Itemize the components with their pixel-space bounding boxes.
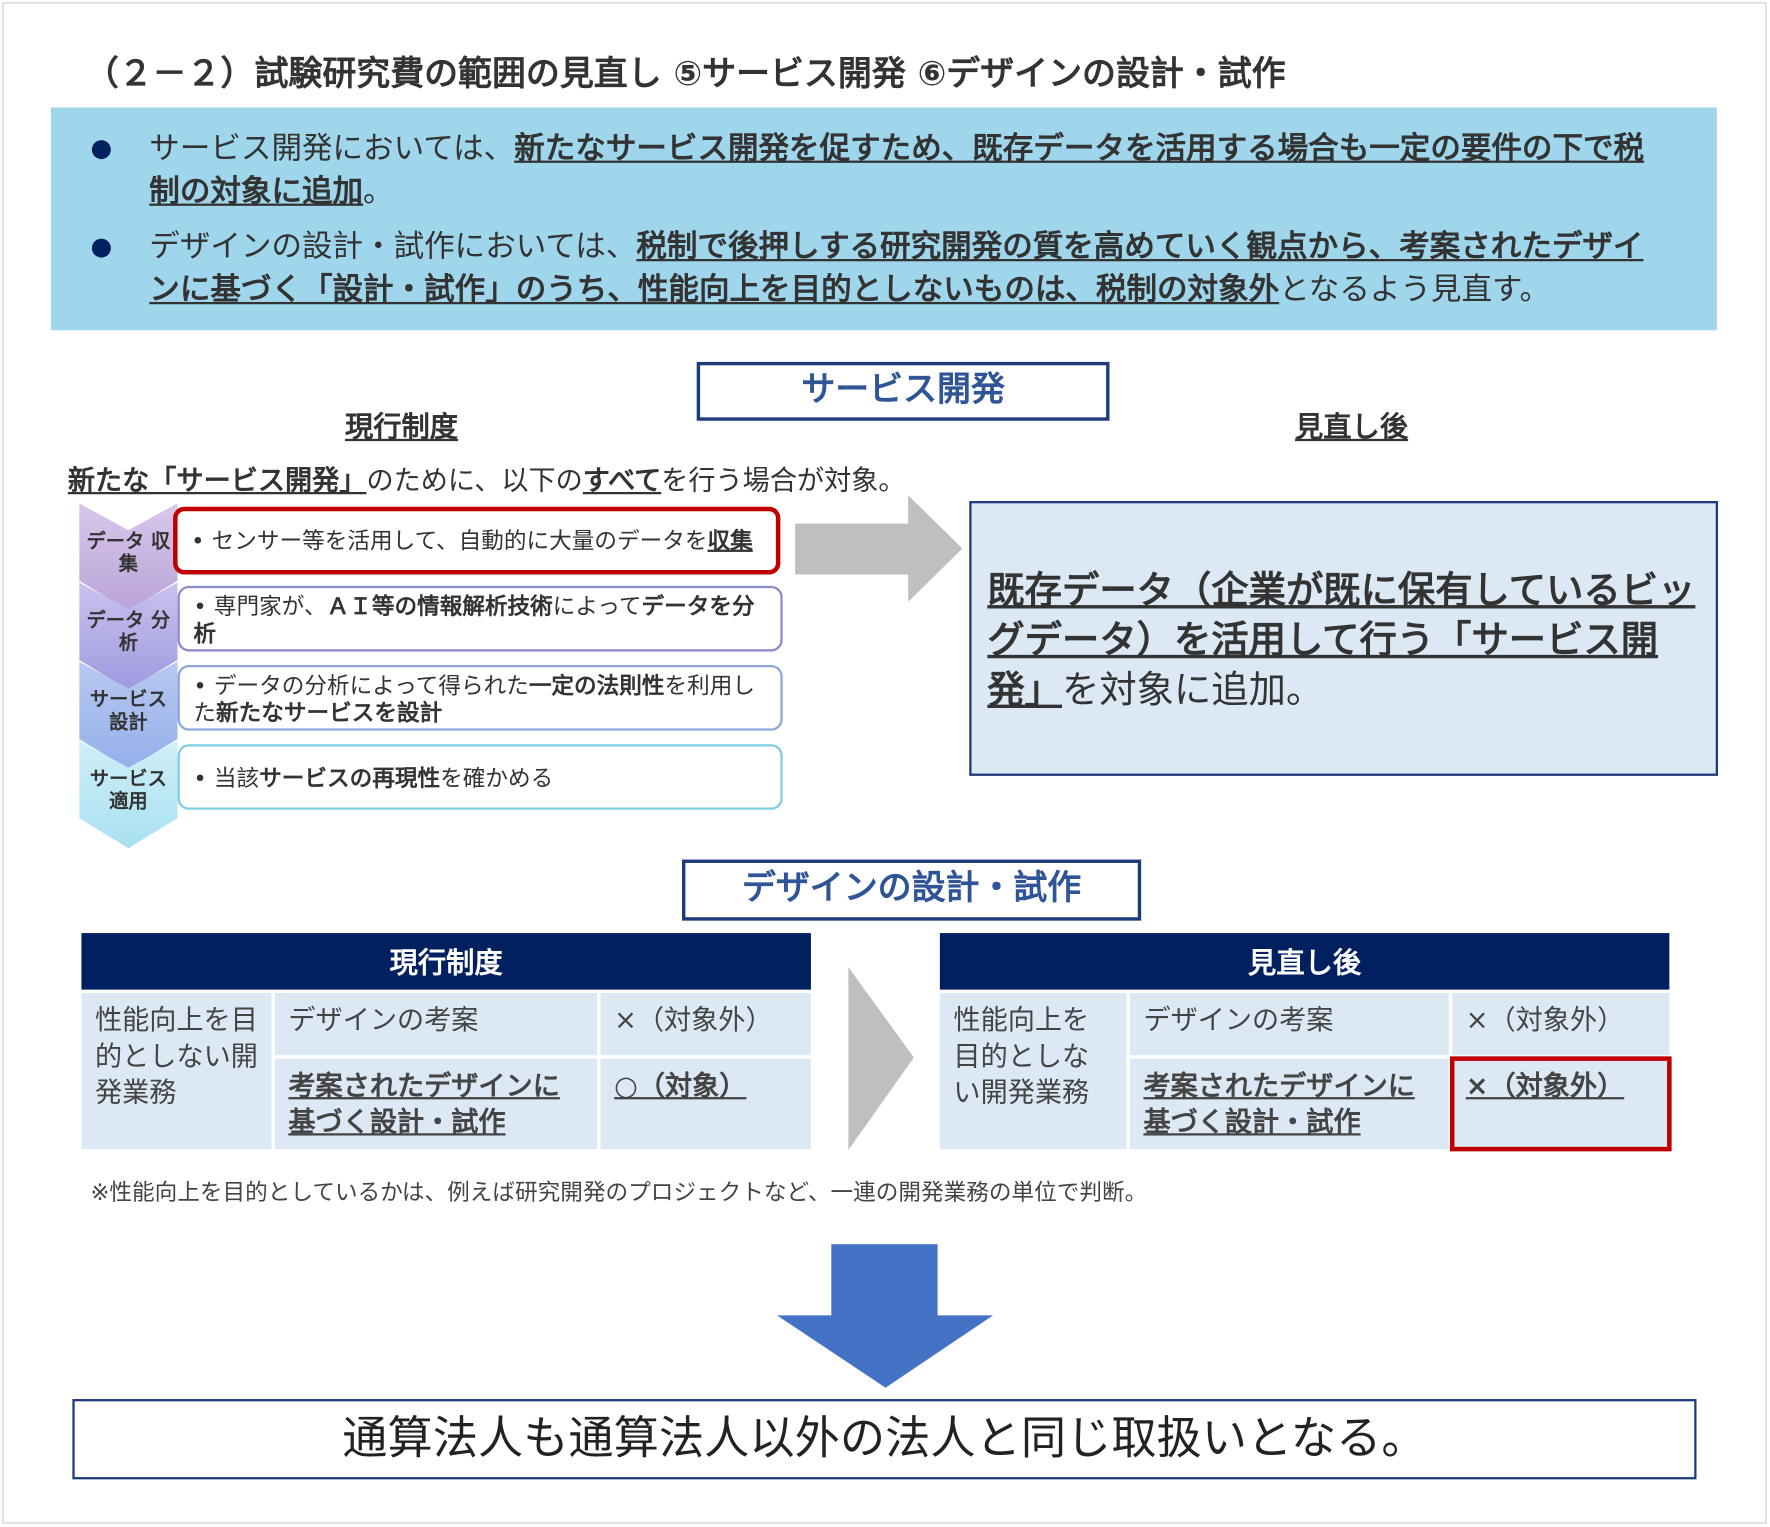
summary-emphasis: 新たなサービス開発を促すため、既存データを活用する場合も一定の要件の下で税制の対… (149, 131, 1645, 210)
step-box: • 当該サービスの再現性を確かめる (177, 744, 783, 810)
row-label: 性能向上を目的としない開発業務 (81, 993, 272, 1150)
summary-text: デザインの設計・試作においては、 (149, 229, 637, 265)
step-text: を利用した (193, 671, 756, 727)
step-text: を確かめる (440, 764, 554, 792)
step-text: • データの分析によって得られた (193, 671, 529, 699)
table-header: 見直し後 (939, 933, 1670, 990)
intro-text: を行う場合が対象。 (661, 464, 906, 497)
row-label: 性能向上を目的としない開発業務 (939, 993, 1127, 1150)
step-box: • センサー等を活用して、自動的に大量のデータを収集 (173, 506, 781, 575)
summary-box: ● サービス開発においては、新たなサービス開発を促すため、既存データを活用する場… (50, 107, 1717, 331)
right-arrow-icon (795, 495, 963, 602)
highlighted-cell: ×（対象外） (1449, 1056, 1672, 1152)
cell: ×（対象外） (600, 993, 811, 1056)
cell: ×（対象外） (1452, 993, 1670, 1056)
cell: デザインの考案 (1129, 993, 1449, 1056)
step-text: • センサー等を活用して、自動的に大量のデータを (191, 527, 708, 555)
step-text: • 専門家が、 (193, 592, 327, 620)
service-heading: サービス開発 (696, 361, 1110, 421)
revised-label: 見直し後 (1294, 410, 1409, 444)
design-heading: デザインの設計・試作 (681, 859, 1142, 921)
revised-text: を対象に追加。 (1062, 667, 1324, 712)
chevron-right-icon (848, 967, 914, 1151)
step-text: • 当該 (193, 764, 260, 792)
step-box: • データの分析によって得られた一定の法則性を利用した新たなサービスを設計 (177, 665, 783, 731)
page-title: （２－２）試験研究費の範囲の見直し ⑤サービス開発 ⑥デザインの設計・試作 (84, 54, 1286, 94)
step-emphasis: 新たなサービスを設計 (216, 698, 443, 727)
cell: 考案されたデザインに基づく設計・試作 (1129, 1058, 1449, 1150)
down-arrow-icon (776, 1244, 994, 1388)
table-header: 現行制度 (81, 933, 811, 990)
bullet-icon: ● (90, 232, 113, 262)
step-emphasis: 収集 (707, 527, 753, 555)
current-label: 現行制度 (344, 410, 459, 444)
summary-text: サービス開発においては、 (149, 131, 515, 167)
step-emphasis: サービスの再現性 (259, 764, 441, 792)
service-revised-box: 既存データ（企業が既に保有しているビッグデータ）を活用して行う「サービス開発」を… (969, 501, 1718, 776)
design-current-table: 現行制度 性能向上を目的としない開発業務デザインの考案×（対象外） 考案されたデ… (78, 930, 814, 1153)
step-emphasis: 一定の法則性 (528, 671, 665, 699)
design-revised-table: 見直し後 性能向上を目的としない開発業務デザインの考案×（対象外） 考案されたデ… (936, 930, 1672, 1153)
design-note: ※性能向上を目的としているかは、例えば研究開発のプロジェクトなど、一連の開発業務… (90, 1178, 1148, 1206)
step-label: サービス 設計 (89, 688, 167, 735)
step-text: によって (552, 592, 642, 620)
summary-text: となるよう見直す。 (1279, 272, 1551, 308)
intro-emphasis: すべて (582, 464, 662, 497)
cell: 考案されたデザインに基づく設計・試作 (274, 1058, 598, 1150)
step-label: データ 収集 (86, 530, 171, 576)
summary-text: 。 (363, 174, 394, 210)
summary-item: ● サービス開発においては、新たなサービス開発を促すため、既存データを活用する場… (90, 128, 1664, 214)
intro-emphasis: 新たな「サービス開発」 (67, 464, 367, 497)
step-box: • 専門家が、ＡＩ等の情報解析技術によってデータを分析 (177, 585, 783, 652)
conclusion-box: 通算法人も通算法人以外の法人と同じ取扱いとなる。 (72, 1399, 1697, 1480)
revised-emphasis: 既存データ（企業が既に保有しているビッグデータ）を活用して行う「サービス開発」 (987, 567, 1696, 712)
step-label: データ 分析 (86, 609, 171, 655)
step-label: サービス 適用 (89, 767, 167, 814)
bullet-icon: ● (90, 134, 113, 163)
summary-emphasis: 税制で後押しする研究開発の質を高めていく観点から、考案されたデザインに基づく「設… (149, 229, 1644, 308)
step-emphasis: データを分析 (193, 592, 755, 647)
service-intro: 新たな「サービス開発」のために、以下のすべてを行う場合が対象。 (68, 458, 906, 498)
cell: ○（対象） (600, 1058, 811, 1150)
intro-text: のために、以下の (366, 464, 583, 497)
summary-item: ● デザインの設計・試作においては、税制で後押しする研究開発の質を高めていく観点… (90, 226, 1664, 312)
cell: デザインの考案 (274, 993, 598, 1056)
step-emphasis: ＡＩ等の情報解析技術 (326, 592, 553, 620)
